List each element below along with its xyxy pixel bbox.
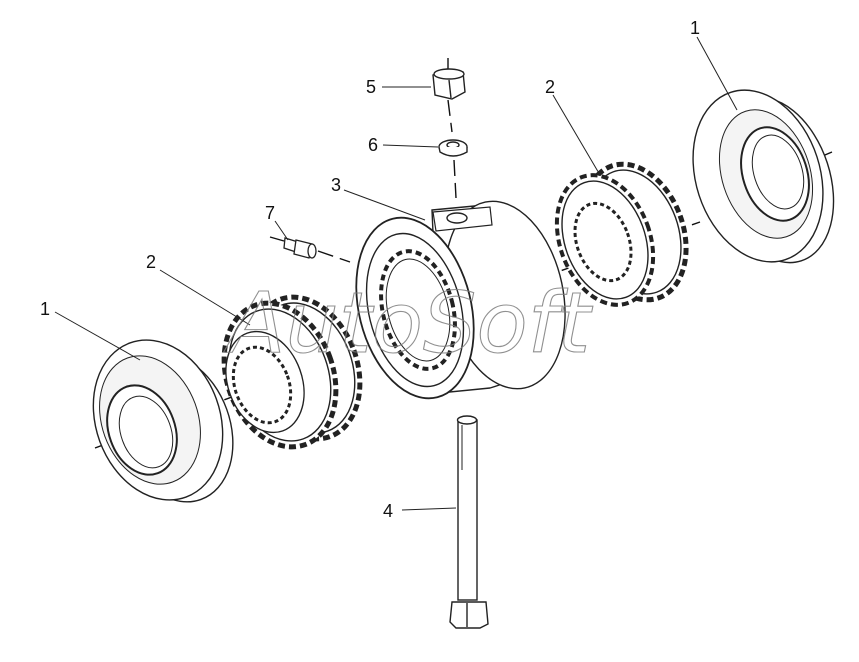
callout-washer: 6 — [368, 135, 378, 155]
bearing-cap-right — [692, 89, 835, 264]
watermark: AutoSoft — [223, 274, 593, 372]
fastener-axis — [447, 58, 457, 199]
leader-lines — [54, 36, 738, 511]
callout-housing: 3 — [331, 175, 341, 195]
callout-labels: 1 2 5 6 3 7 2 1 4 — [40, 18, 700, 521]
bolt — [449, 415, 489, 629]
grease-fitting — [269, 236, 351, 263]
washer — [438, 139, 468, 157]
callout-bearing-cap-left: 1 — [40, 299, 50, 319]
callout-gear-left: 2 — [146, 252, 156, 272]
bearing-cap-left — [92, 339, 234, 503]
callout-nut: 5 — [366, 77, 376, 97]
callout-grease-fitting: 7 — [265, 203, 275, 223]
callout-bolt: 4 — [383, 501, 393, 521]
gear-right — [554, 161, 689, 307]
gear-left — [221, 294, 363, 450]
callout-gear-right: 2 — [545, 77, 555, 97]
nut — [432, 68, 466, 100]
housing — [355, 200, 566, 400]
callout-bearing-cap-right: 1 — [690, 18, 700, 38]
